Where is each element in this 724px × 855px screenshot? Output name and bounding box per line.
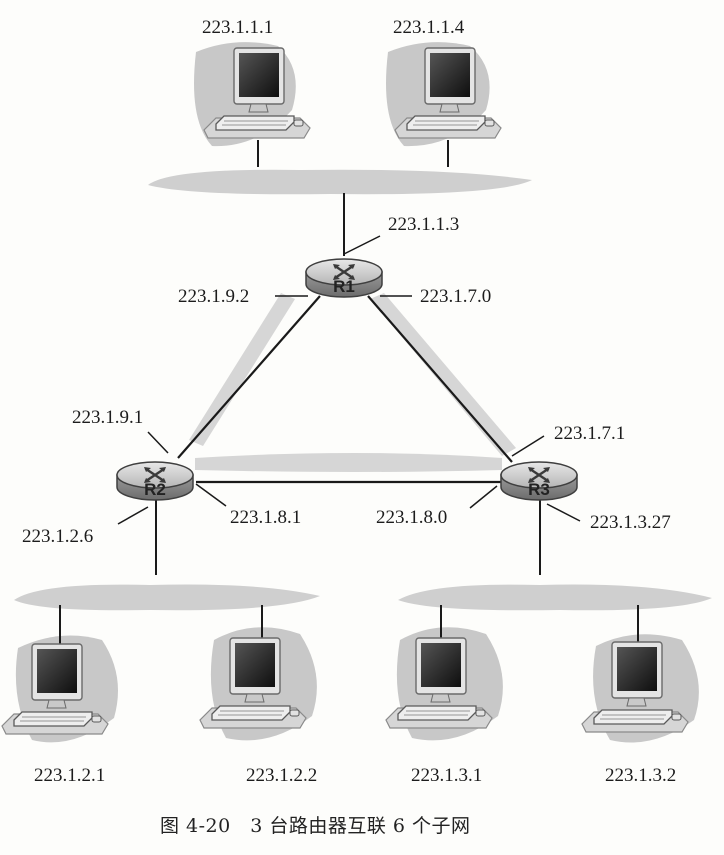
- interface-label: 223.1.8.0: [376, 507, 448, 528]
- router-r1: R1: [304, 257, 384, 299]
- interface-label: 223.1.1.3: [388, 214, 460, 235]
- router-label-r3: R3: [528, 480, 550, 499]
- host-address-label: 223.1.3.2: [605, 765, 677, 786]
- interface-label: 223.1.8.1: [230, 507, 302, 528]
- host-shadows: [15, 42, 699, 743]
- figure-caption: 图 4-20 3 台路由器互联 6 个子网: [160, 815, 471, 837]
- interface-label: 223.1.9.2: [178, 286, 250, 307]
- interface-label: 223.1.7.0: [420, 286, 492, 307]
- router-links: [177, 295, 513, 484]
- router-label-r2: R2: [144, 480, 166, 499]
- router-label-r1: R1: [333, 277, 355, 296]
- interface-leaders: [117, 235, 581, 525]
- router-r2: R2: [115, 460, 195, 502]
- interface-label: 223.1.3.27: [590, 512, 671, 533]
- router-r3: R3: [499, 460, 579, 502]
- host-address-label: 223.1.1.4: [393, 17, 465, 38]
- host-address-label: 223.1.2.1: [34, 765, 106, 786]
- host-address-label: 223.1.1.1: [202, 17, 274, 38]
- interface-label: 223.1.7.1: [554, 423, 626, 444]
- host-address-label: 223.1.2.2: [246, 765, 318, 786]
- host-address-label: 223.1.3.1: [411, 765, 483, 786]
- subnet-shading: [14, 169, 712, 611]
- subnet-links: [59, 140, 639, 645]
- interface-label: 223.1.9.1: [72, 407, 144, 428]
- interface-label: 223.1.2.6: [22, 526, 94, 547]
